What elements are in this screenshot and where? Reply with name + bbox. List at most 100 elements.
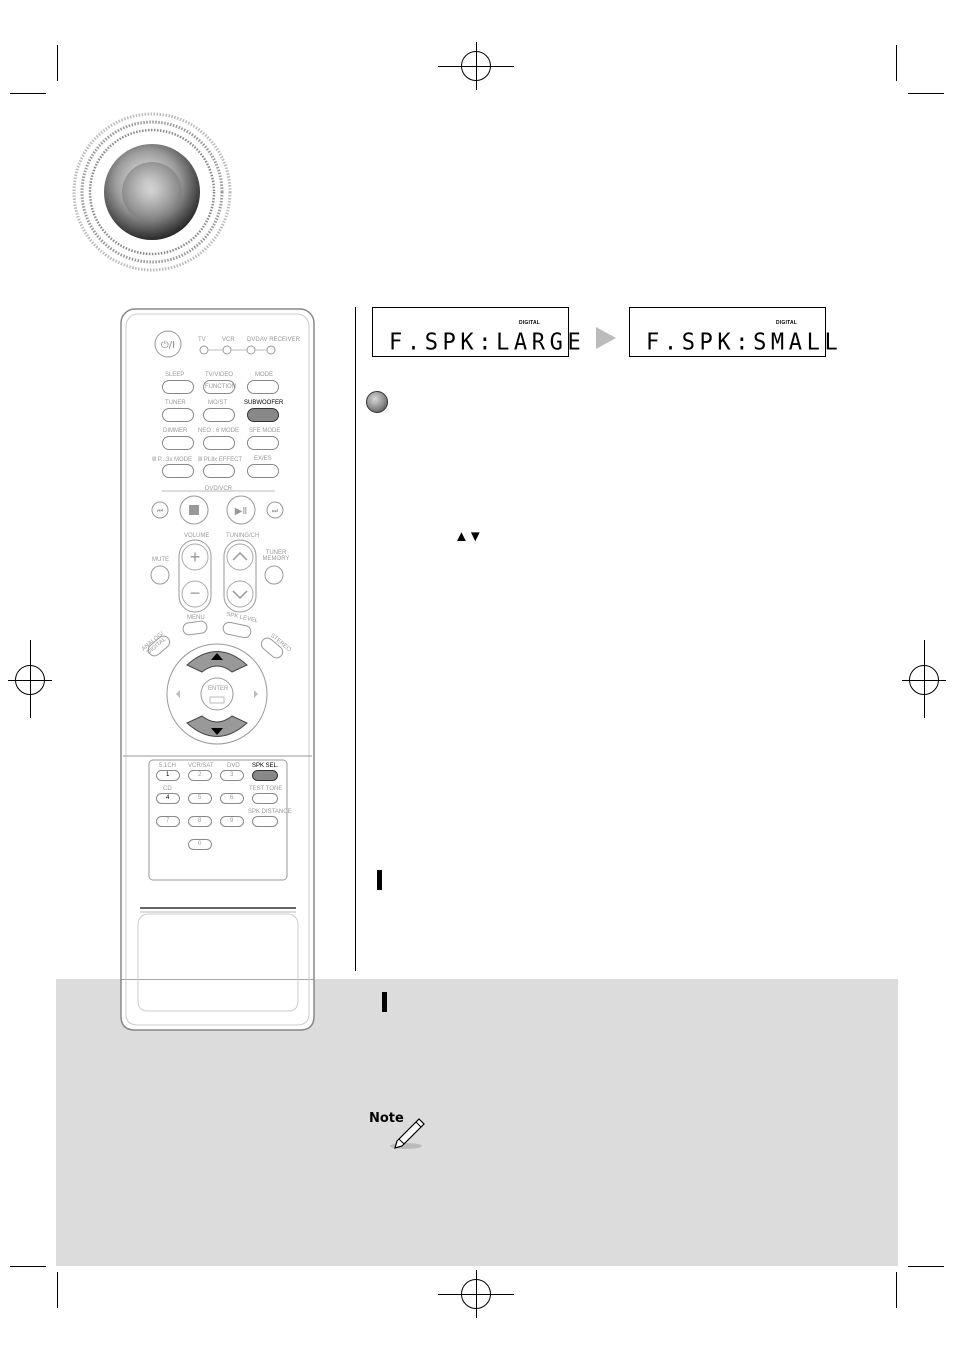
svg-text:−: − xyxy=(190,583,201,603)
dvd-key-label: DVD xyxy=(227,763,240,769)
svg-text:⏮: ⏮ xyxy=(157,508,163,515)
stop-button[interactable] xyxy=(180,496,208,524)
next-button[interactable] xyxy=(267,502,283,518)
mute-label: MUTE xyxy=(152,557,169,563)
key-9-label: 9 xyxy=(230,818,234,824)
tuner-memory-button[interactable] xyxy=(265,566,283,584)
mo-st-button[interactable] xyxy=(203,408,235,422)
spk-sel-button[interactable] xyxy=(252,770,278,781)
key-8-button[interactable]: 8 xyxy=(188,816,212,827)
ex-es-label: EX/ES xyxy=(254,456,272,462)
neo6-mode-label: NEO : 6 MODE xyxy=(198,428,240,434)
key-0-label: 0 xyxy=(198,841,202,847)
spk-distance-label: SPK DISTANCE xyxy=(248,809,292,815)
mute-button[interactable] xyxy=(151,566,169,584)
key-3-button[interactable]: 3 xyxy=(220,770,244,781)
key-7-label: 7 xyxy=(166,818,170,824)
dvd-vcr-label: DVD/VCR xyxy=(205,486,233,492)
up-down-arrows-icon: ▲▼ xyxy=(454,528,483,545)
mode-button[interactable] xyxy=(247,380,279,394)
key-7-button[interactable]: 7 xyxy=(156,816,180,827)
vcr-sat-label: VCR/SAT xyxy=(188,763,214,769)
p3x-mode-label: Ⅲ P...3x MODE xyxy=(152,457,193,463)
p3x-mode-button[interactable] xyxy=(162,464,194,478)
subwoofer-button[interactable] xyxy=(247,408,279,422)
svg-text:▶Ⅱ: ▶Ⅱ xyxy=(235,506,248,517)
crop-mark xyxy=(896,1272,897,1308)
key-2-label: 2 xyxy=(198,772,202,778)
dvd-label: DVD xyxy=(247,337,260,343)
stereo-button[interactable] xyxy=(260,642,284,654)
crop-mark xyxy=(57,45,58,81)
function-label: FUNCTION xyxy=(205,384,236,390)
av-receiver-label: AV RECEIVER xyxy=(260,337,300,343)
remote-lower-edge xyxy=(120,979,315,1031)
key-6-button[interactable]: 6 xyxy=(220,793,244,804)
volume-down-button[interactable] xyxy=(182,581,208,607)
column-divider xyxy=(355,307,356,971)
key-4-button[interactable]: 4 xyxy=(156,793,180,804)
plii-effect-button[interactable] xyxy=(203,464,235,478)
prev-button[interactable] xyxy=(152,502,168,518)
sfe-mode-button[interactable] xyxy=(247,436,279,450)
analog-digital-button[interactable] xyxy=(147,640,171,652)
nav-right-button[interactable] xyxy=(247,676,267,706)
crop-mark xyxy=(10,93,46,94)
test-tone-button[interactable] xyxy=(252,793,278,804)
nav-down-button[interactable] xyxy=(187,716,247,746)
neo6-mode-button[interactable] xyxy=(203,436,235,450)
key-8-label: 8 xyxy=(198,818,202,824)
nav-left-button[interactable] xyxy=(167,676,187,706)
tuning-up-button[interactable] xyxy=(227,544,253,570)
display-small: DIGITAL F.SPK:SMALL xyxy=(629,307,838,357)
spk-level-button[interactable] xyxy=(223,624,251,636)
tv-video-label: TV/VIDEO xyxy=(205,372,234,378)
play-pause-button[interactable] xyxy=(227,496,255,524)
display-large: DIGITAL F.SPK:LARGE xyxy=(372,307,581,357)
display-text: F.SPK:LARGE xyxy=(389,329,586,356)
svg-text:⏭: ⏭ xyxy=(272,508,279,515)
key-4-label: 4 xyxy=(166,795,170,801)
volume-up-button[interactable] xyxy=(182,544,208,570)
speaker-logo xyxy=(72,112,232,272)
crop-mark xyxy=(896,45,897,81)
test-tone-label: TEST TONE xyxy=(249,786,283,792)
spk-sel-label: SPK SEL. xyxy=(252,763,279,769)
sleep-button[interactable] xyxy=(162,380,194,394)
note-label: Note xyxy=(369,1111,404,1126)
plii-effect-label: Ⅲ PLⅡx EFFECT xyxy=(198,457,243,463)
tuner-button[interactable] xyxy=(162,408,194,422)
sleep-label: SLEEP xyxy=(165,372,185,378)
tuning-down-button[interactable] xyxy=(227,581,253,607)
key-2-button[interactable]: 2 xyxy=(188,770,212,781)
mo-st-label: MO/ST xyxy=(208,400,227,406)
display-text: F.SPK:SMALL xyxy=(646,329,843,356)
step-bullet-icon xyxy=(366,391,388,413)
svg-text:+: + xyxy=(190,547,201,567)
crop-mark xyxy=(908,93,944,94)
dimmer-label: DIMMER xyxy=(163,428,188,434)
enter-button[interactable]: ENTER xyxy=(201,678,233,710)
key-1-label: 1 xyxy=(166,772,170,778)
mode-label: MODE xyxy=(255,372,273,378)
key-9-button[interactable]: 9 xyxy=(220,816,244,827)
key-1-button[interactable]: 1 xyxy=(156,770,180,781)
menu-button[interactable] xyxy=(183,622,207,634)
dimmer-button[interactable] xyxy=(162,436,194,450)
key-3-label: 3 xyxy=(230,772,234,778)
key-6-label: 6 xyxy=(230,795,234,801)
ex-es-button[interactable] xyxy=(247,464,279,478)
digital-tag: DIGITAL xyxy=(519,320,541,326)
spk-distance-button[interactable] xyxy=(252,816,278,827)
crop-mark xyxy=(10,1266,46,1267)
cd-label: CD xyxy=(163,786,172,792)
function-button[interactable]: FUNCTION xyxy=(203,380,236,394)
key-0-button[interactable]: 0 xyxy=(188,839,212,850)
nav-up-button[interactable] xyxy=(187,640,247,670)
subwoofer-label: SUBWOOFER xyxy=(244,400,284,406)
remote-control: ⏻/I ▶Ⅱ ⏮ ⏭ + − xyxy=(120,308,315,1030)
sfe-mode-label: SFE MODE xyxy=(249,428,281,434)
menu-label: MENU xyxy=(187,615,205,621)
arrow-right-icon xyxy=(596,327,616,349)
key-5-button[interactable]: 5 xyxy=(188,793,212,804)
